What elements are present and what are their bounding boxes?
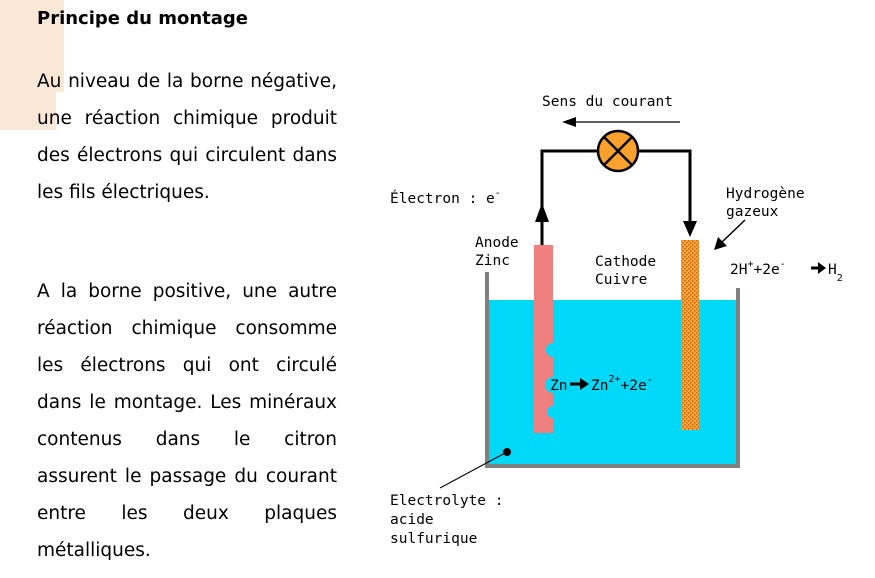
electrolyte-label-line2: acide — [390, 512, 434, 528]
hydrogen-label-line1: Hydrogène — [726, 186, 805, 202]
electrolyte-pointer-line — [439, 451, 508, 489]
hydrogen-gas-bar — [707, 245, 712, 293]
current-direction-arrow — [562, 117, 680, 127]
hydrogen-label-line2: gazeux — [726, 204, 779, 220]
svg-text:Zn: Zn — [550, 378, 567, 394]
current-direction-label: Sens du courant — [542, 94, 673, 110]
cathode-label-line2: Cuivre — [595, 272, 647, 288]
hydrogen-pointer-arrow — [714, 219, 746, 250]
anode-label-line1: Anode — [475, 235, 519, 251]
paragraph-negative-terminal: Au niveau de la borne négative, une réac… — [37, 71, 337, 203]
electrolyte-label-line1: Electrolyte : — [390, 493, 504, 509]
svg-text:2H++2e-: 2H++2e- — [730, 259, 786, 278]
battery-diagram: Sens du courant Électron : e- Anode Zinc… — [390, 94, 843, 547]
svg-text:Zn2++2e-: Zn2++2e- — [591, 374, 653, 394]
cathode-label-line1: Cathode — [595, 254, 656, 270]
cathode-wire-arrow — [683, 221, 697, 237]
lamp-icon — [596, 129, 640, 173]
anode-reaction: Zn Zn2++2e- — [550, 374, 653, 394]
electrolyte-label-line3: sulfurique — [390, 531, 477, 547]
section-title: Principe du montage — [37, 8, 248, 29]
container-vessel — [485, 272, 740, 468]
decorative-bar-vertical — [0, 0, 64, 92]
copper-cathode — [681, 240, 699, 430]
zinc-anode — [534, 245, 553, 433]
zinc-dissolution-bubbles — [545, 343, 561, 418]
decorative-bar-horizontal — [0, 84, 56, 130]
svg-text:H2: H2 — [828, 262, 843, 284]
cathode-reaction: 2H++2e- H2 — [730, 259, 843, 284]
electron-flow-arrow — [535, 203, 549, 222]
anode-label-line2: Zinc — [475, 253, 510, 269]
electron-label: Électron : e- — [390, 188, 501, 207]
paragraph-positive-terminal: A la borne positive, une autre réaction … — [37, 281, 337, 561]
